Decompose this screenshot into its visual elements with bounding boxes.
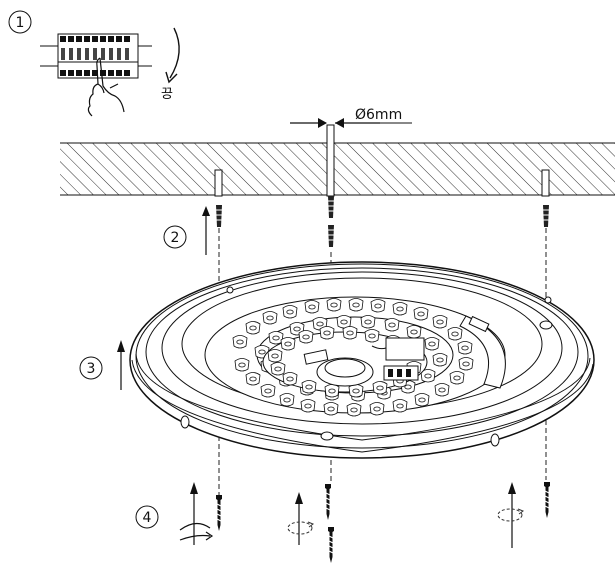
up-arrow-icon (202, 206, 210, 255)
screw-icon (215, 494, 223, 532)
step-2-group: 2 (163, 195, 550, 255)
step-3-group: 3 (79, 340, 125, 390)
step-1-badge (8, 10, 32, 34)
screw-icon (324, 483, 332, 521)
rotate-arrow-icon (179, 522, 214, 541)
step-4-label: 4 (143, 510, 152, 526)
screw-icon (543, 481, 551, 519)
up-arrow-icon (190, 482, 198, 545)
drill-diameter-dimension: Ø6mm (290, 107, 412, 128)
step-3-badge (79, 356, 103, 380)
arrow-curve-icon (165, 27, 180, 84)
step-1-label: 1 (16, 15, 25, 31)
screw-icon (327, 526, 335, 564)
step-3-label: 3 (87, 361, 96, 377)
wall-plug-icon (327, 195, 335, 219)
wall-plug-icon (215, 204, 223, 228)
step-4-group: 4 (135, 481, 551, 564)
switch-off-label: 끙 (161, 87, 173, 102)
circuit-breaker-icon (40, 33, 152, 79)
up-arrow-icon (117, 340, 125, 390)
up-arrow-icon (508, 482, 516, 548)
wall-plug-icon (327, 224, 335, 248)
driver-box (371, 315, 506, 389)
step-2-label: 2 (171, 230, 180, 246)
step-1-group: 1 (8, 10, 180, 117)
step-2-badge (163, 225, 187, 249)
wall-plug-icon (542, 204, 550, 228)
up-arrow-icon (295, 492, 303, 545)
hand-icon (87, 57, 125, 117)
step-4-badge (135, 505, 159, 529)
ceiling (60, 124, 615, 197)
dimension-label: Ø6mm (355, 107, 402, 123)
rotate-arrow-icon (497, 508, 524, 522)
ceiling-fixture (129, 261, 595, 459)
rotate-arrow-icon (287, 521, 314, 535)
